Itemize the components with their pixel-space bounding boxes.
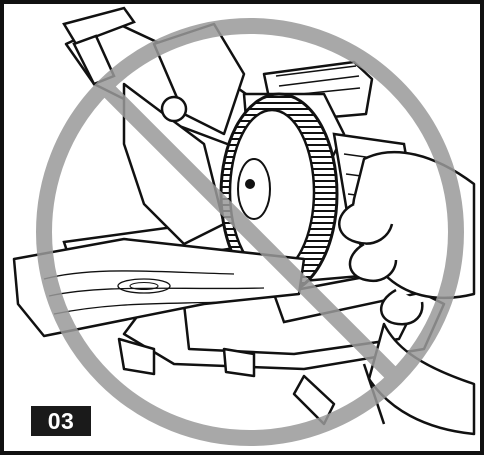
saw-handle bbox=[62, 6, 136, 86]
wood-board bbox=[12, 237, 306, 338]
step-number-badge: 03 bbox=[31, 406, 91, 436]
miter-saw-illustration bbox=[12, 6, 476, 446]
no-entry-sign-icon bbox=[36, 18, 464, 446]
